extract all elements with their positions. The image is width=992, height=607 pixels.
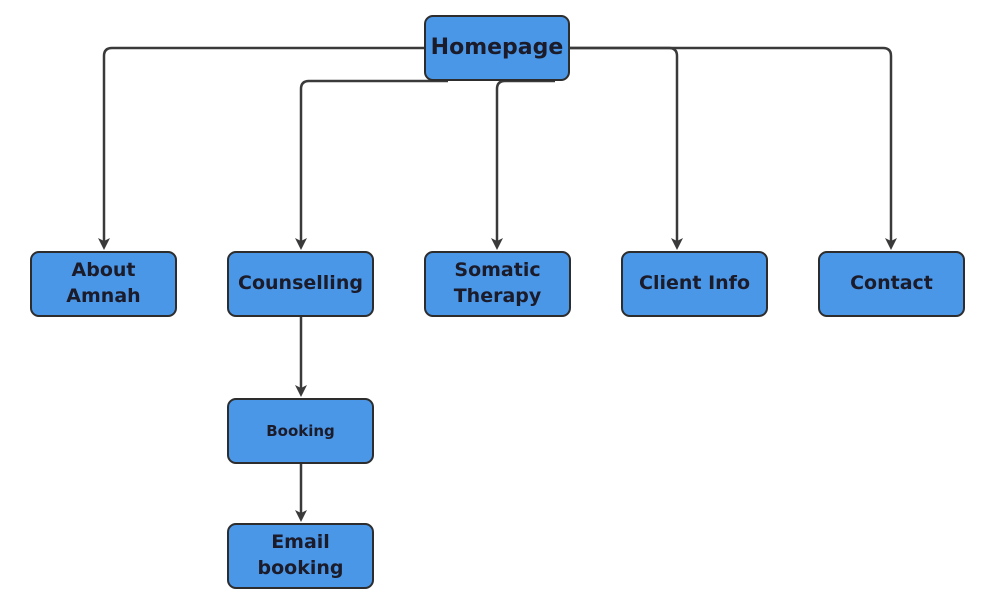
node-counselling-label: Counselling — [238, 272, 363, 295]
edge-homepage-client-info — [570, 46, 683, 250]
node-about-amnah-label: About Amnah — [66, 259, 141, 307]
node-booking-label: Booking — [266, 421, 335, 440]
node-booking[interactable]: Booking — [227, 398, 374, 464]
edge-homepage-about — [98, 46, 424, 250]
edge-homepage-somatic — [491, 79, 555, 250]
node-about-amnah[interactable]: About Amnah — [30, 251, 177, 317]
node-client-info-label: Client Info — [639, 272, 750, 295]
node-homepage-label: Homepage — [430, 35, 564, 61]
node-somatic-therapy[interactable]: Somatic Therapy — [424, 251, 571, 317]
node-contact-label: Contact — [850, 272, 933, 295]
node-email-booking-label: Email booking — [257, 531, 344, 579]
edge-homepage-contact — [570, 46, 897, 250]
node-contact[interactable]: Contact — [818, 251, 965, 317]
edge-homepage-counselling — [295, 79, 448, 250]
node-client-info[interactable]: Client Info — [621, 251, 768, 317]
node-somatic-therapy-label: Somatic Therapy — [453, 259, 542, 307]
node-homepage[interactable]: Homepage — [424, 15, 570, 81]
node-email-booking[interactable]: Email booking — [227, 523, 374, 589]
node-counselling[interactable]: Counselling — [227, 251, 374, 317]
